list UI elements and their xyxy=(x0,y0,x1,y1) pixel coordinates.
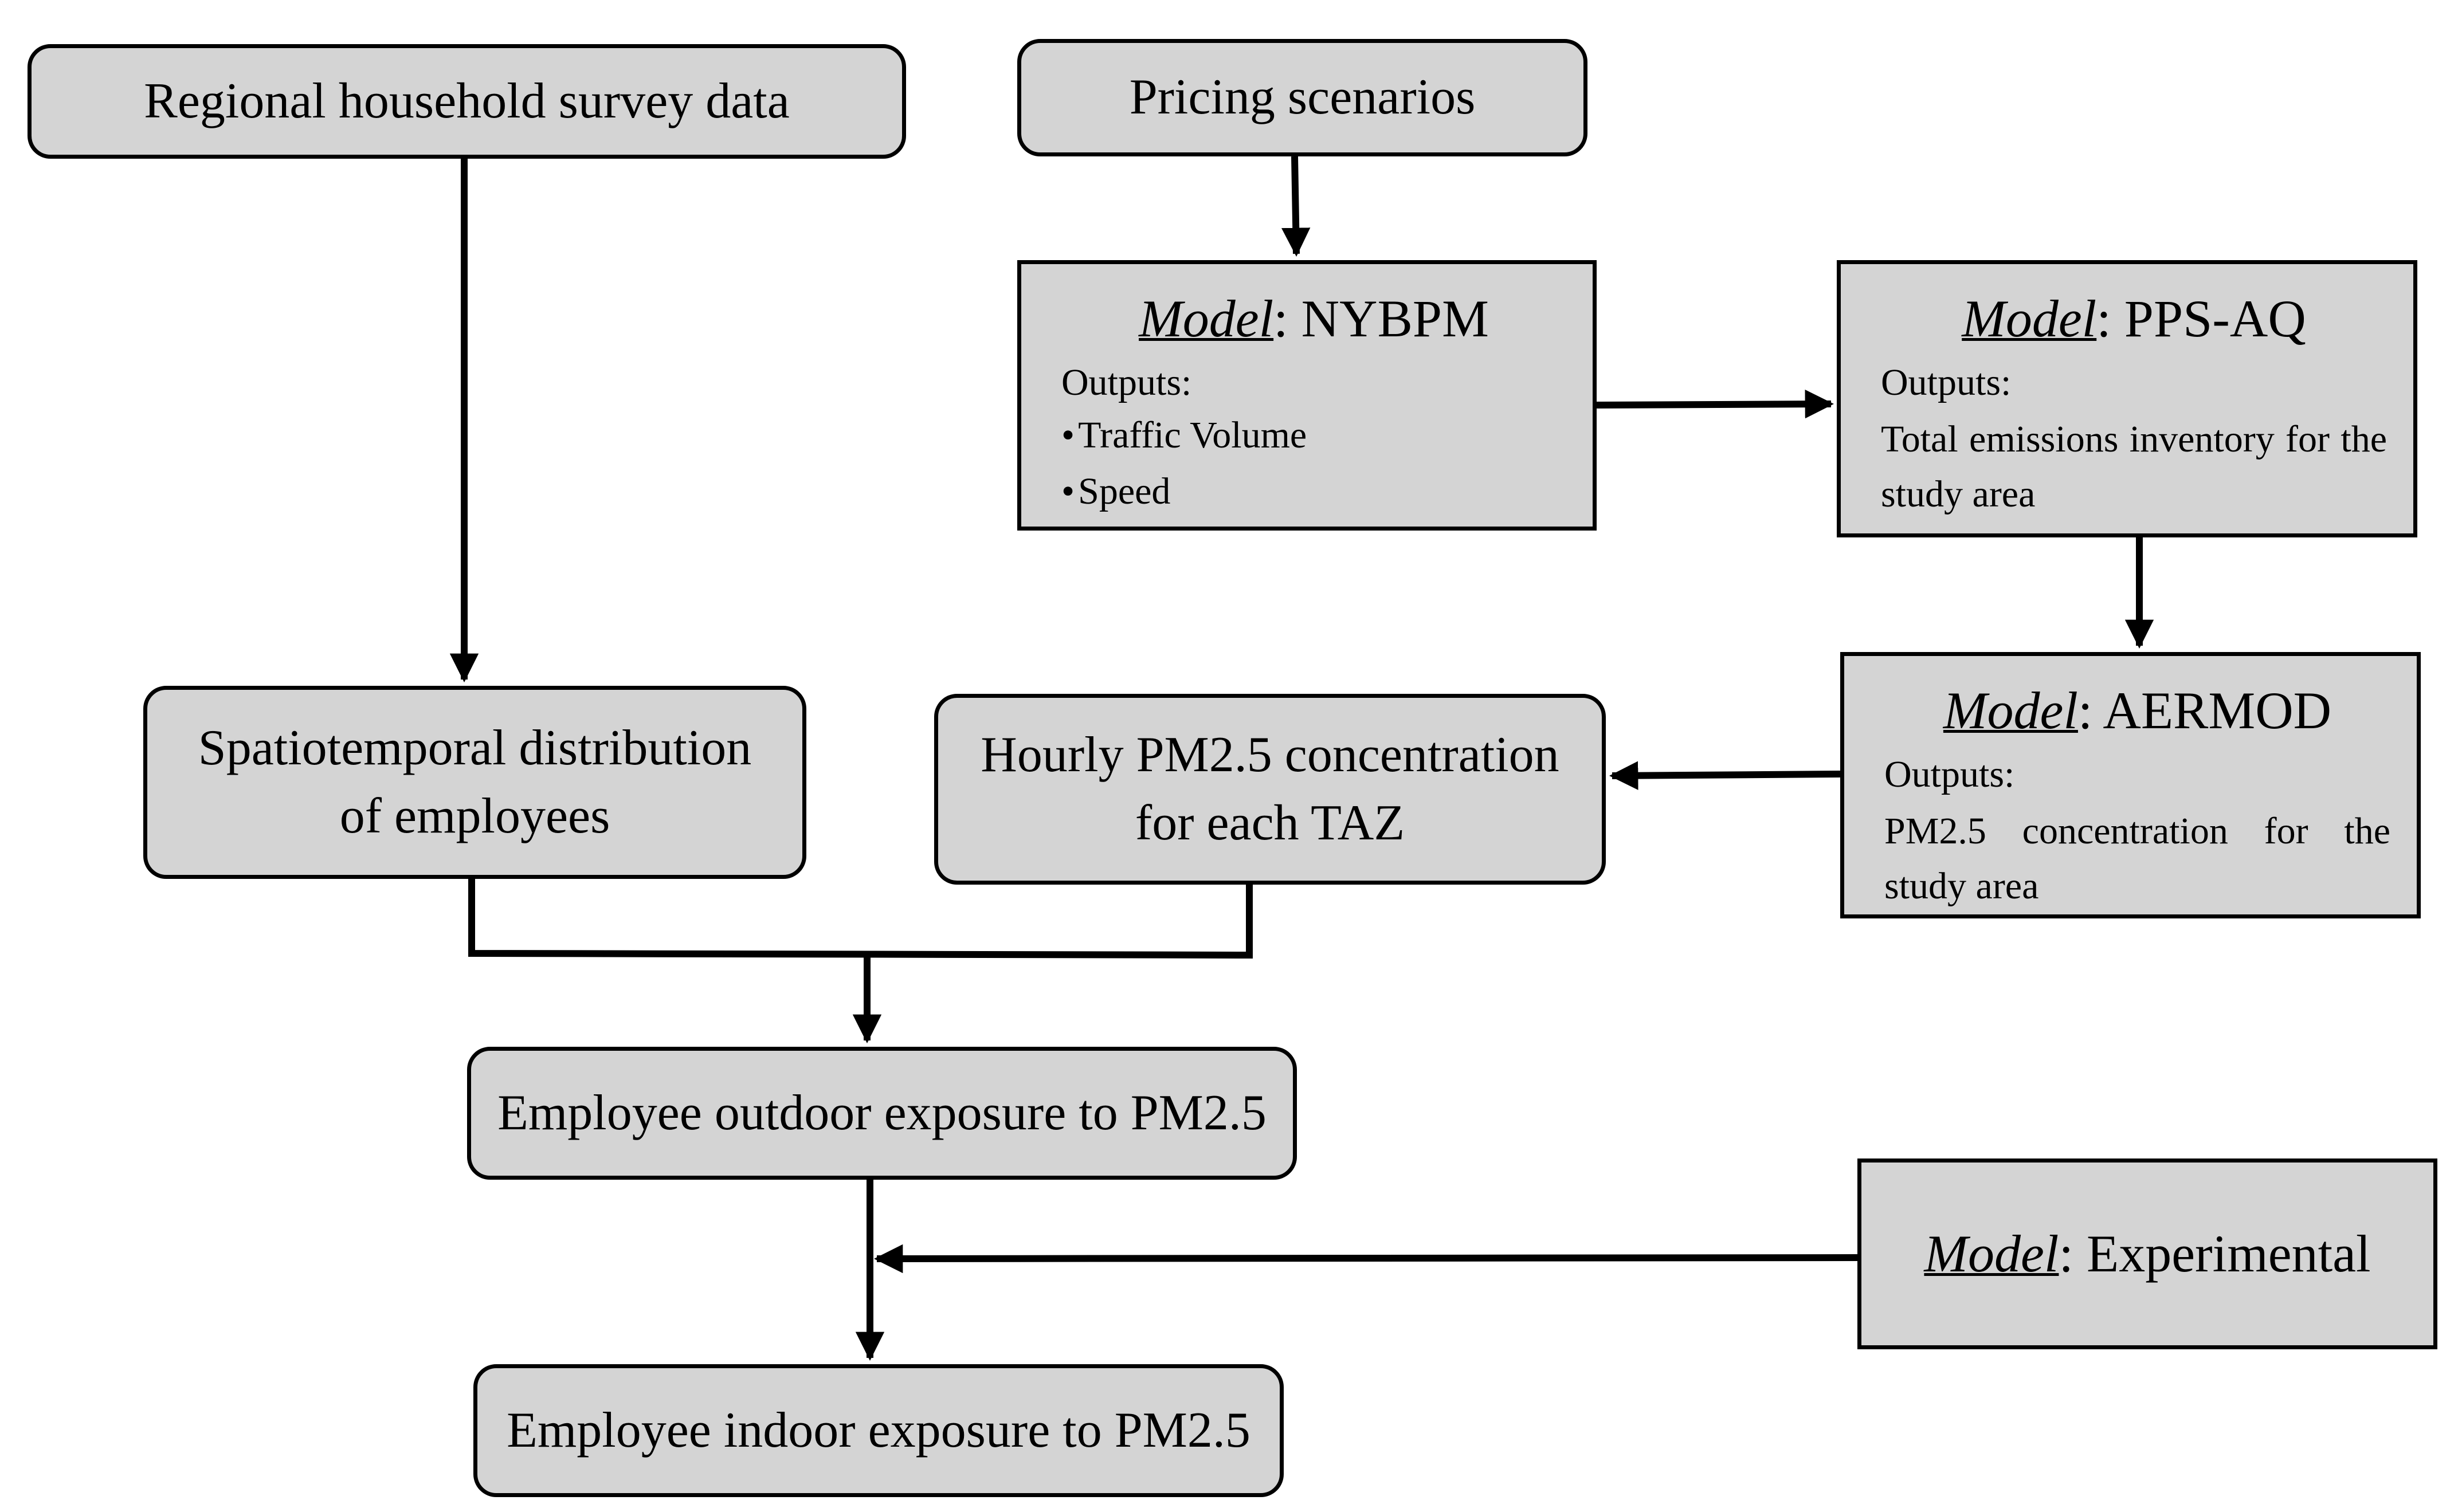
model-name: : NYBPM xyxy=(1273,289,1489,348)
output-description: PM2.5 concentration for the study area xyxy=(1884,810,2390,907)
model-title: Model: PPS-AQ xyxy=(1881,287,2387,350)
model-name: : Experimental xyxy=(2059,1224,2371,1283)
model-word: Model xyxy=(1139,289,1274,348)
merge-line-spatiotemporal-hourly xyxy=(468,879,1253,959)
model-title: Model: Experimental xyxy=(1924,1218,2370,1289)
model-title: Model: NYBPM xyxy=(1061,287,1566,350)
node-label: Pricing scenarios xyxy=(1129,69,1476,125)
model-title: Model: AERMOD xyxy=(1884,679,2390,742)
model-word: Model xyxy=(1962,289,2097,348)
node-employee-outdoor-exposure: Employee outdoor exposure to PM2.5 xyxy=(467,1047,1297,1180)
output-item: Traffic Volume xyxy=(1061,407,1566,464)
node-label-line-1: Spatiotemporal distribution xyxy=(198,720,752,776)
model-word: Model xyxy=(1924,1224,2059,1283)
outputs-label: Outputs: xyxy=(1061,362,1192,404)
node-model-nybpm: Model: NYBPM Outputs: Traffic Volume Spe… xyxy=(1017,260,1597,531)
model-word: Model xyxy=(1943,681,2078,740)
node-label-line-2: of employees xyxy=(339,788,610,844)
output-item: Speed xyxy=(1061,464,1566,520)
node-model-aermod: Model: AERMOD Outputs: PM2.5 concentrati… xyxy=(1840,652,2421,918)
node-label: Employee indoor exposure to PM2.5 xyxy=(507,1402,1250,1458)
outputs-label: Outputs: xyxy=(1881,362,2012,404)
arrow-pricing-to-nybpm xyxy=(1281,156,1311,257)
arrow-nybpm-to-ppsaq xyxy=(1596,390,1834,419)
arrow-experimental-to-indoor-line xyxy=(873,1244,1858,1274)
model-name: : AERMOD xyxy=(2077,681,2332,740)
outputs-label: Outputs: xyxy=(1884,753,2015,796)
node-employee-indoor-exposure: Employee indoor exposure to PM2.5 xyxy=(473,1364,1284,1497)
node-model-experimental: Model: Experimental xyxy=(1857,1158,2437,1349)
node-regional-household-survey-data: Regional household survey data xyxy=(28,44,906,159)
node-label-line-2: for each TAZ xyxy=(1135,795,1405,851)
output-description: Total emissions inventory for the study … xyxy=(1881,418,2387,515)
node-label: Regional household survey data xyxy=(144,73,790,129)
node-label-line-1: Hourly PM2.5 concentration xyxy=(981,726,1559,783)
node-label: Employee outdoor exposure to PM2.5 xyxy=(497,1085,1267,1141)
node-hourly-pm25-concentration: Hourly PM2.5 concentration for each TAZ xyxy=(934,694,1606,885)
model-name: : PPS-AQ xyxy=(2096,289,2306,348)
arrow-aermod-to-hourly xyxy=(1609,761,1841,790)
node-model-pps-aq: Model: PPS-AQ Outputs: Total emissions i… xyxy=(1837,260,2417,537)
node-spatiotemporal-distribution: Spatiotemporal distribution of employees xyxy=(143,686,806,879)
outputs-list: Traffic Volume Speed xyxy=(1061,407,1566,519)
node-pricing-scenarios: Pricing scenarios xyxy=(1017,39,1587,156)
